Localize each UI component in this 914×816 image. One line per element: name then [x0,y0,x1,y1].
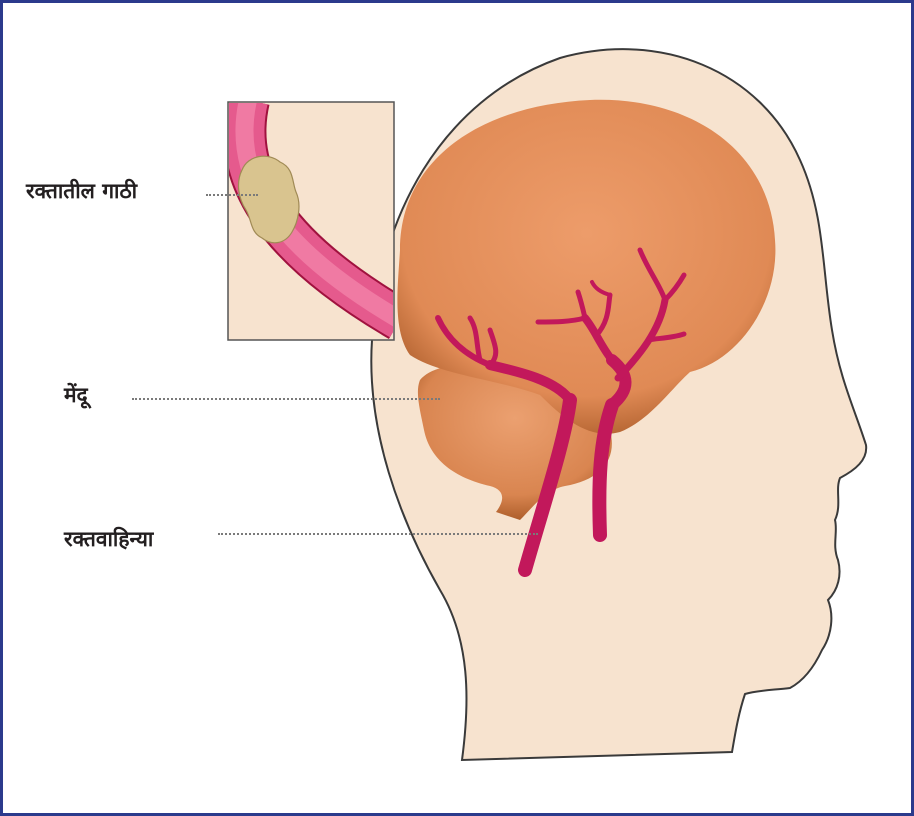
clot-leader-line [206,194,258,196]
vessels-label: रक्तवाहिन्या [64,528,153,549]
clot-inset [228,100,400,340]
brain-leader-line [132,398,440,400]
clot-label: रक्तातील गाठी [26,180,137,201]
vessels-leader-line [218,533,538,535]
brain-label: मेंदू [64,384,88,405]
